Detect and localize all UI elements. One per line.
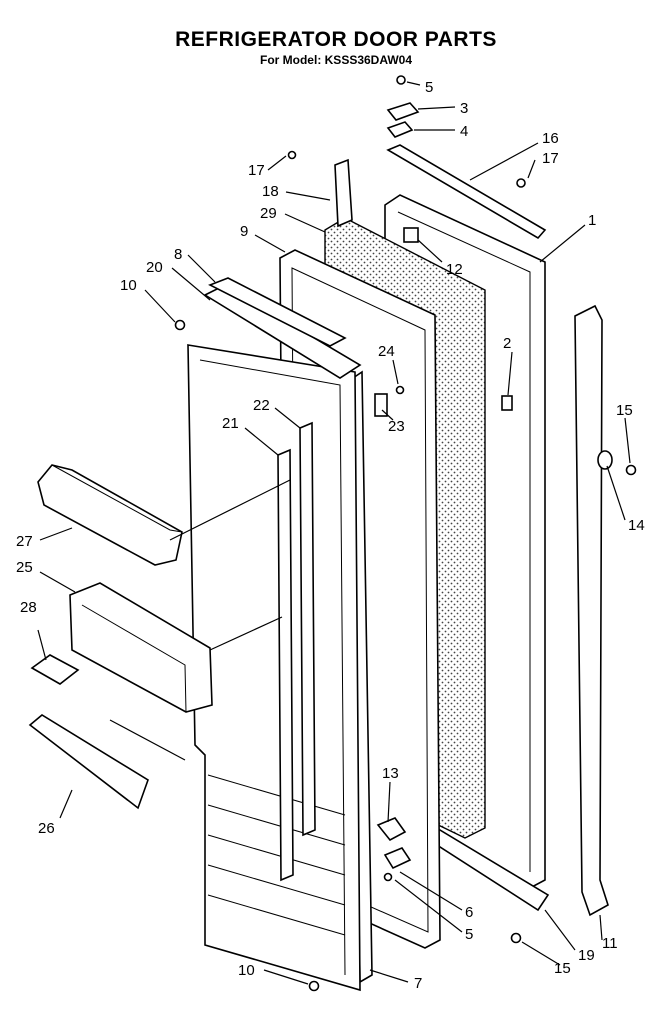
screw-10-top: [174, 319, 186, 331]
top-hinge-bar: [386, 144, 547, 240]
diagram-subtitle: For Model: KSSS36DAW04: [259, 53, 413, 67]
washer-14: [597, 450, 613, 470]
callout-27: 27: [16, 533, 33, 550]
callout-8: 8: [174, 246, 182, 263]
callout-15-top: 15: [616, 402, 633, 419]
callout-16: 16: [542, 130, 559, 147]
diagram-title: REFRIGERATOR DOOR PARTS: [175, 28, 497, 51]
liner-top-strip: [208, 277, 347, 347]
vertical-strip: [334, 158, 353, 228]
door-bin-lip: [51, 464, 183, 533]
hinge-bracket-small: [501, 395, 513, 411]
large-door-bin: [69, 582, 213, 713]
outer-frame-inner-edge: [397, 211, 531, 872]
small-tray: [30, 654, 80, 685]
callout-11: 11: [602, 935, 618, 952]
screw-10-bottom: [308, 980, 320, 992]
bottom-hinge: [376, 817, 407, 842]
callout-29: 29: [260, 205, 277, 222]
shelf-rail-left: [277, 448, 294, 882]
door-liner: [187, 344, 361, 992]
callout-6: 6: [465, 904, 473, 921]
bottom-screw: [383, 872, 393, 882]
callout-24: 24: [378, 343, 395, 360]
screw-15-bottom: [510, 932, 522, 944]
callout-23: 23: [388, 418, 405, 435]
screw-17-left: [287, 150, 297, 160]
top-hinge-cap: [386, 102, 420, 121]
callout-17-left: 17: [248, 162, 265, 179]
callout-15-bottom: 15: [554, 960, 571, 977]
door-bin: [37, 464, 183, 566]
leader-lines: [37, 81, 631, 985]
callout-14: 14: [628, 517, 645, 534]
large-bin-opening: [81, 604, 187, 713]
callout-3: 3: [460, 100, 468, 117]
screw-24: [395, 385, 405, 395]
callout-7: 7: [414, 975, 422, 992]
callout-9: 9: [240, 223, 248, 240]
screw-17-right: [516, 178, 526, 188]
callout-12: 12: [446, 261, 463, 278]
callout-10-top: 10: [120, 277, 137, 294]
liner-inner-edge: [199, 359, 346, 976]
callout-20: 20: [146, 259, 163, 276]
callout-1: 1: [588, 212, 596, 229]
clip: [403, 227, 419, 243]
callout-2: 2: [503, 335, 511, 352]
callout-13: 13: [382, 765, 399, 782]
top-hinge-plate: [386, 121, 414, 138]
liner-bracket: [374, 393, 388, 417]
screw-15-top: [625, 464, 637, 476]
callout-19: 19: [578, 947, 595, 964]
callout-17-right: 17: [542, 150, 559, 167]
callout-21: 21: [222, 415, 239, 432]
callout-25: 25: [16, 559, 33, 576]
callout-22: 22: [253, 397, 270, 414]
trim-rail: [28, 714, 149, 810]
callout-5-bottom: 5: [465, 926, 473, 943]
bottom-hinge-plate: [383, 847, 412, 870]
callout-18: 18: [262, 183, 279, 200]
callout-10-bottom: 10: [238, 962, 255, 979]
callout-4: 4: [460, 123, 468, 140]
liner-lower-ribs: [207, 774, 346, 936]
shelf-rail-right: [299, 421, 316, 837]
side-trim-panel: [574, 304, 609, 917]
callout-28: 28: [20, 599, 37, 616]
hinge-screw-top: [396, 75, 406, 85]
callout-26: 26: [38, 820, 55, 837]
callout-5-top: 5: [425, 79, 433, 96]
